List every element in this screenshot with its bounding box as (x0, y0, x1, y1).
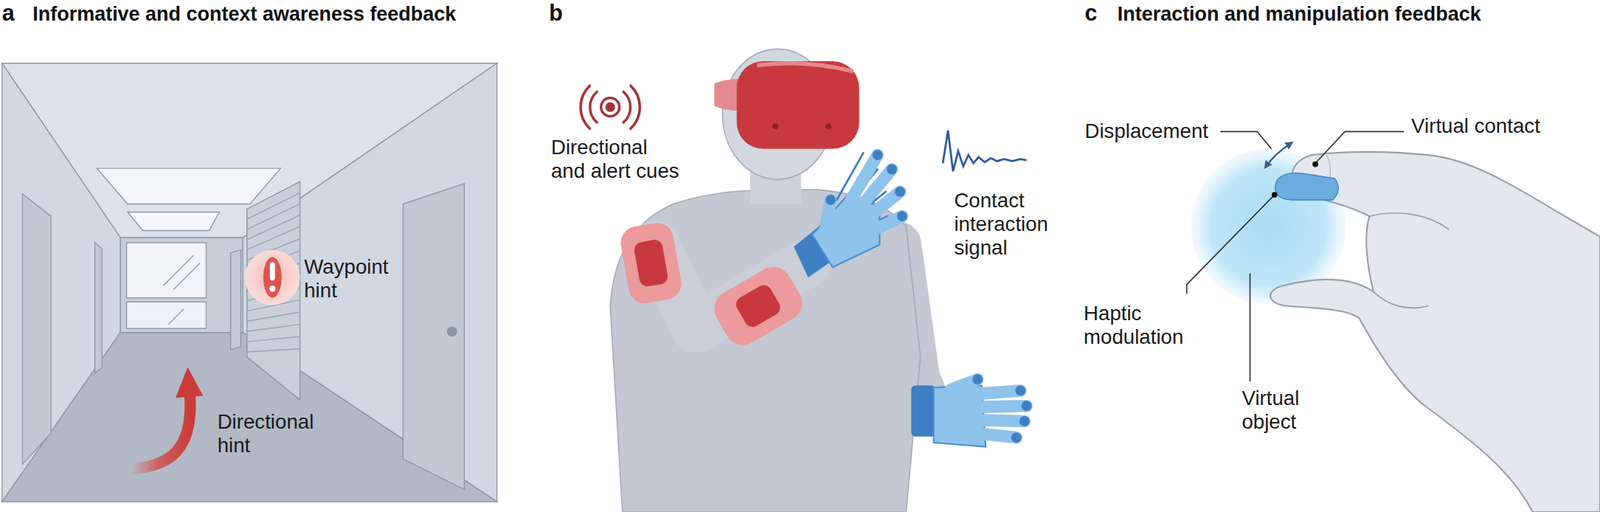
haptic-pads (618, 220, 809, 352)
headset (714, 61, 859, 150)
person-figure (610, 48, 931, 512)
raised-glove (793, 149, 908, 278)
hint-label: Waypoint hint (303, 255, 406, 303)
signal-label: Contact interaction signal (953, 188, 1069, 259)
hand (1270, 151, 1600, 512)
displacement-arrow (1265, 143, 1292, 168)
panel-heading: Interaction and manipulation feedback (1117, 2, 1482, 26)
callout-label: Virtual object (1241, 386, 1333, 434)
radio-icon (580, 85, 640, 129)
hint-label: Directional hint (217, 410, 335, 458)
lower-glove (911, 373, 1032, 447)
panel-heading: Informative and context awareness feedba… (32, 2, 456, 26)
panel-letter: a (2, 0, 15, 26)
cue-label: Directional and alert cues (551, 135, 684, 183)
panel-letter: c (1084, 0, 1097, 26)
panel-letter: b (548, 0, 563, 26)
callout-label: Virtual contact (1411, 114, 1541, 138)
signal-waveform (942, 130, 1027, 172)
waypoint-icon (244, 250, 301, 306)
finger-thimble (1275, 173, 1339, 200)
directional-arrow (130, 367, 203, 470)
corridor (2, 63, 498, 502)
callout-label: Haptic modulation (1083, 301, 1201, 349)
contact-points (1271, 161, 1319, 198)
callout-label: Displacement (1084, 119, 1209, 144)
leader-lines (1186, 131, 1405, 382)
